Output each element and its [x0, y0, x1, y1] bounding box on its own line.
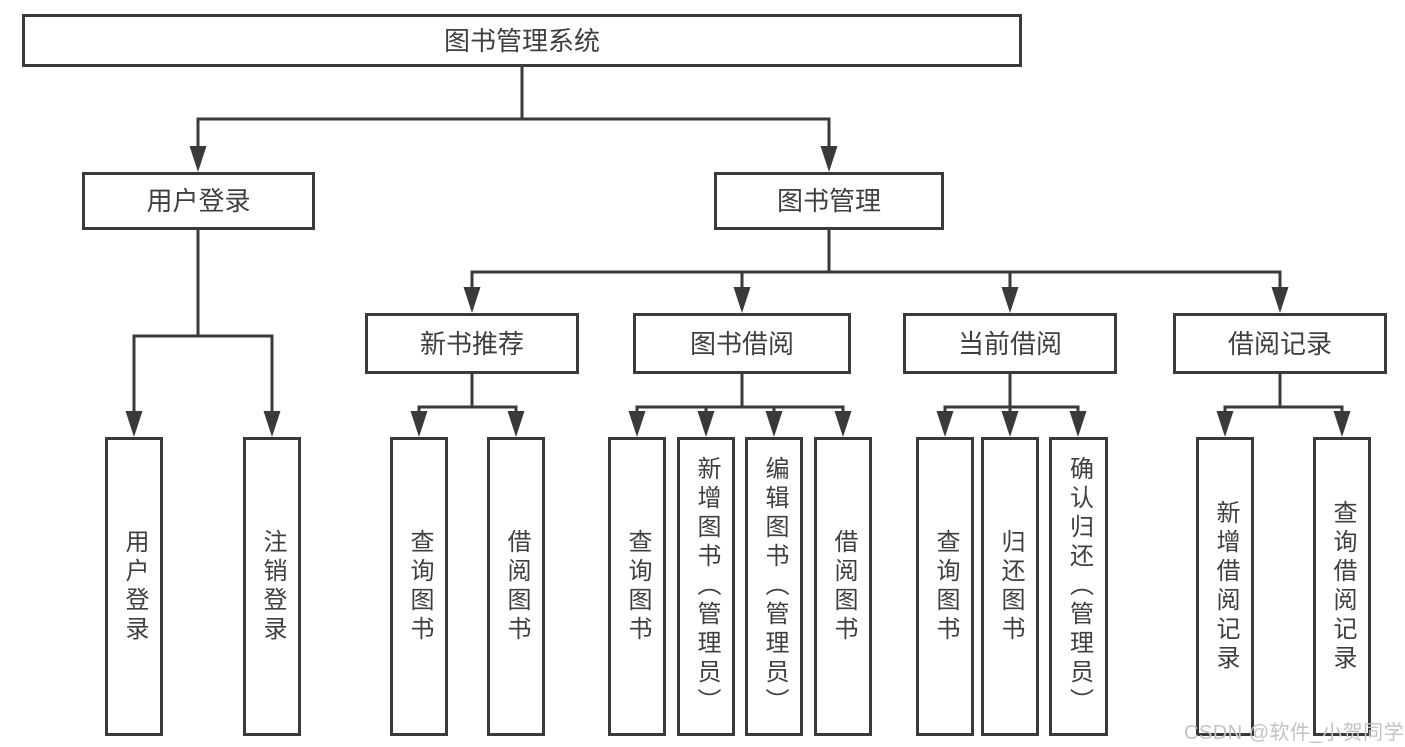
leaf-add-borrow-record: 新增借阅记录: [1196, 437, 1254, 736]
node-book-borrowing: 图书借阅: [633, 313, 851, 374]
leaf-borrow-books-recommend: 借阅图书: [487, 437, 545, 736]
leaf-return-books: 归还图书: [981, 437, 1039, 736]
leaf-search-books-recommend: 查询图书: [390, 437, 448, 736]
node-library-management-system: 图书管理系统: [22, 14, 1022, 67]
leaf-search-books-borrowing: 查询图书: [608, 437, 666, 736]
leaf-borrow-books-borrowing: 借阅图书: [814, 437, 872, 736]
leaf-logout: 注销登录: [243, 437, 301, 736]
leaf-user-login: 用户登录: [105, 437, 163, 736]
csdn-watermark: CSDN @软件_小贺同学: [1184, 722, 1405, 744]
leaf-search-borrow-record: 查询借阅记录: [1313, 437, 1371, 736]
node-borrowing-records: 借阅记录: [1173, 313, 1387, 374]
node-user-login: 用户登录: [82, 172, 315, 230]
node-current-borrowing: 当前借阅: [903, 313, 1117, 374]
leaf-add-book-admin: 新增图书（管理员）: [677, 437, 735, 736]
node-new-book-recommendation: 新书推荐: [365, 313, 579, 374]
leaf-edit-book-admin: 编辑图书（管理员）: [745, 437, 803, 736]
node-book-management: 图书管理: [714, 172, 944, 230]
leaf-search-books-current: 查询图书: [916, 437, 974, 736]
leaf-confirm-return-admin: 确认归还（管理员）: [1049, 437, 1108, 736]
